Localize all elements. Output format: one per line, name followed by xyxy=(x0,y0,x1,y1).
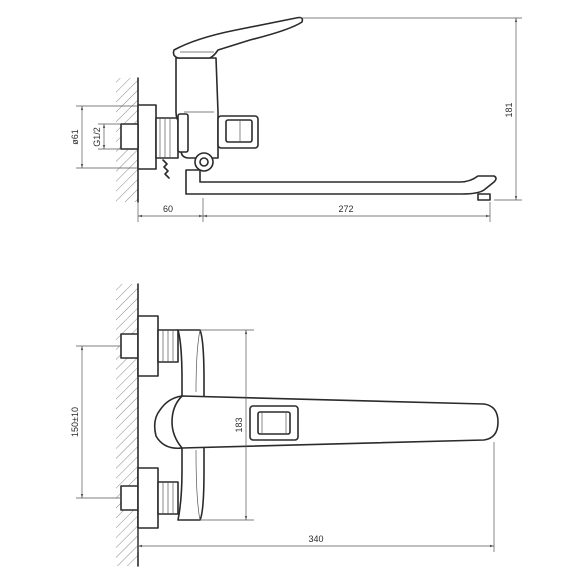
dim-wall-offset-label: 60 xyxy=(163,204,173,214)
side-dim-connection: ø61 G1/2 xyxy=(70,105,138,169)
bottom-dim-inlet-spacing: 150±10 xyxy=(70,345,121,499)
side-view: 60 272 181 ø61 G1/2 xyxy=(70,16,522,222)
bottom-wall xyxy=(116,283,139,567)
bottom-spout xyxy=(171,395,499,449)
bottom-lower-inlet xyxy=(120,467,179,529)
side-eccentric-flange xyxy=(120,104,179,179)
dim-thread-label: G1/2 xyxy=(92,127,102,147)
side-mixer-body xyxy=(175,57,219,172)
dim-inlet-spacing-label: 150±10 xyxy=(70,407,80,437)
bottom-diverter-knob xyxy=(249,405,299,441)
side-diverter-knob xyxy=(217,115,259,149)
dim-eccentric-diameter-label: ø61 xyxy=(70,129,80,145)
side-spout xyxy=(185,169,497,201)
dim-spout-reach-label: 272 xyxy=(338,204,353,214)
side-lever-handle xyxy=(172,16,304,59)
dim-body-height-label: 183 xyxy=(234,417,244,432)
dim-height-label: 181 xyxy=(504,102,514,117)
bottom-view: 150±10 183 340 xyxy=(70,283,499,567)
bottom-dim-total-length: 340 xyxy=(137,442,495,552)
side-dim-horizontal: 60 272 xyxy=(137,198,491,222)
side-dim-height: 181 xyxy=(300,17,522,201)
dim-total-length-label: 340 xyxy=(308,534,323,544)
bottom-dim-body-height: 183 xyxy=(200,329,254,521)
